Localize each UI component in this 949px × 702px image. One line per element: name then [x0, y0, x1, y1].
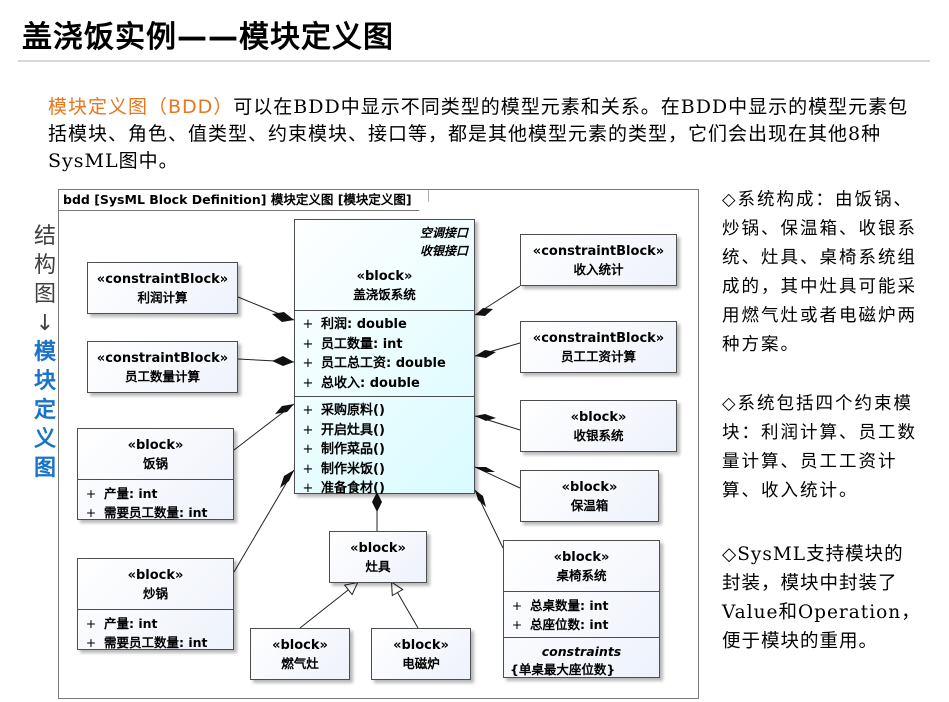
note-encapsulation: ◇SysML支持模块的封装，模块中封装了Value和Operation，便于模块…: [722, 544, 921, 652]
block-header: «block» 盖浇饭系统: [295, 260, 474, 310]
operation-row: +开启灶具(): [302, 422, 385, 438]
constraint-block-staff-count-calc[interactable]: «constraintBlock»员工数量计算: [87, 341, 238, 393]
side-label-char: 块: [33, 369, 56, 394]
composition-line: [233, 469, 295, 573]
port-list: 空调接口 收银接口: [295, 220, 474, 260]
operation-row: +采购原料(): [302, 403, 385, 418]
side-label-char: 模: [33, 340, 56, 365]
composition-diamond: [475, 490, 486, 507]
operation-row: +准备食材(): [302, 481, 385, 496]
composition-diamond: [475, 414, 496, 421]
intro-paragraph: 模块定义图（BDD）可以在BDD中显示不同类型的模型元素和关系。在BDD中显示的…: [48, 94, 920, 175]
page-title: 盖浇饭实例——模块定义图: [22, 20, 394, 55]
attribute-row: +产量: int: [85, 486, 158, 501]
composition-diamond: [372, 492, 382, 512]
constraint-text: {单桌最大座位数}: [510, 662, 616, 677]
constraint-block-wage-calc[interactable]: «constraintBlock»员工工资计算: [520, 321, 677, 373]
block-warmer[interactable]: «block»保温箱: [520, 470, 659, 522]
attribute-row: +需要员工数量: int: [85, 505, 208, 520]
attribute-row: +总桌数量: int: [511, 598, 609, 613]
block-cashier-system[interactable]: «block»收银系统: [520, 400, 677, 452]
block-table-chair-system[interactable]: «block»桌椅系统 +总桌数量: int +总座位数: int constr…: [503, 540, 660, 678]
operations-compartment: +采购原料() +开启灶具() +制作菜品() +制作米饭() +准备食材(): [295, 396, 474, 502]
side-label-char: 构: [33, 253, 56, 278]
block-rice-cooker[interactable]: «block»饭锅 +产量: int +需要员工数量: int: [77, 428, 234, 520]
block-induction-cooker[interactable]: «block»电磁炉: [371, 628, 471, 680]
block-gas-stove[interactable]: «block»燃气灶: [250, 628, 350, 680]
attributes-compartment: +产量: int +需要员工数量: int: [78, 609, 233, 655]
attribute-row: +总收入: double: [302, 375, 420, 391]
constraint-block-profit-calc[interactable]: «constraintBlock»利润计算: [87, 262, 238, 314]
composition-diamond: [475, 308, 493, 316]
main-block-gaijiaofan-system[interactable]: 空调接口 收银接口 «block» 盖浇饭系统 +利润: double +员工数…: [294, 219, 475, 496]
block-wok[interactable]: «block»炒锅 +产量: int +需要员工数量: int: [77, 558, 234, 650]
intro-text: 可以在BDD中显示不同类型的模型元素和关系。在BDD中显示的模型元素包括模块、角…: [48, 96, 909, 172]
operation-row: +制作米饭(): [302, 461, 385, 477]
composition-diamond: [280, 470, 294, 488]
composition-diamond: [275, 404, 294, 414]
operation-row: +制作菜品(): [302, 442, 385, 457]
generalization-line: [392, 583, 419, 629]
composition-diamond: [272, 356, 294, 366]
attribute-row: +需要员工数量: int: [85, 635, 208, 650]
attributes-compartment: +总桌数量: int +总座位数: int: [504, 591, 659, 637]
attribute-row: +总座位数: int: [511, 617, 609, 632]
attribute-row: +利润: double: [302, 317, 407, 332]
side-label-char: 定: [33, 398, 56, 423]
note-system-composition: ◇系统构成：由饭锅、炒锅、保温箱、收银系统、灶具、桌椅系统组成的，其中灶具可能采…: [722, 190, 917, 355]
composition-diamond: [475, 467, 495, 472]
constraint-block-income-stats[interactable]: «constraintBlock»收入统计: [520, 234, 677, 286]
port-label: 空调接口: [419, 226, 468, 240]
note-constraint-blocks: ◇系统包括四个约束模块：利润计算、员工数量计算、员工工资计算、收入统计。: [722, 394, 917, 501]
attribute-row: +员工总工资: double: [302, 356, 446, 371]
title-divider: [18, 60, 930, 62]
constraints-title: constraints: [541, 644, 622, 659]
intro-term: 模块定义图（BDD）: [48, 96, 234, 118]
side-label: 结 构 图 ↓ 模 块 定 义 图: [28, 222, 62, 483]
block-stove[interactable]: «block»灶具: [329, 531, 427, 583]
generalization-line: [299, 583, 357, 629]
composition-diamond: [475, 350, 496, 358]
block-stereotype: «block»: [356, 269, 413, 284]
side-label-char: 图: [33, 282, 56, 307]
side-label-char: 结: [33, 224, 56, 249]
attribute-row: +产量: int: [85, 616, 158, 631]
block-name: 盖浇饭系统: [353, 287, 416, 302]
side-label-char: 图: [33, 456, 56, 481]
frame-label: bdd [SysML Block Definition] 模块定义图 [模块定义…: [59, 190, 429, 211]
port-label: 收银接口: [419, 244, 468, 258]
attributes-compartment: +利润: double +员工数量: int +员工总工资: double +总…: [295, 310, 474, 396]
attributes-compartment: +产量: int +需要员工数量: int: [78, 479, 233, 525]
side-label-char: 义: [33, 427, 56, 452]
attribute-row: +员工数量: int: [302, 336, 403, 352]
composition-diamond: [272, 312, 294, 322]
side-label-arrow: ↓: [35, 311, 55, 336]
constraints-compartment: constraints {单桌最大座位数}: [504, 637, 659, 682]
